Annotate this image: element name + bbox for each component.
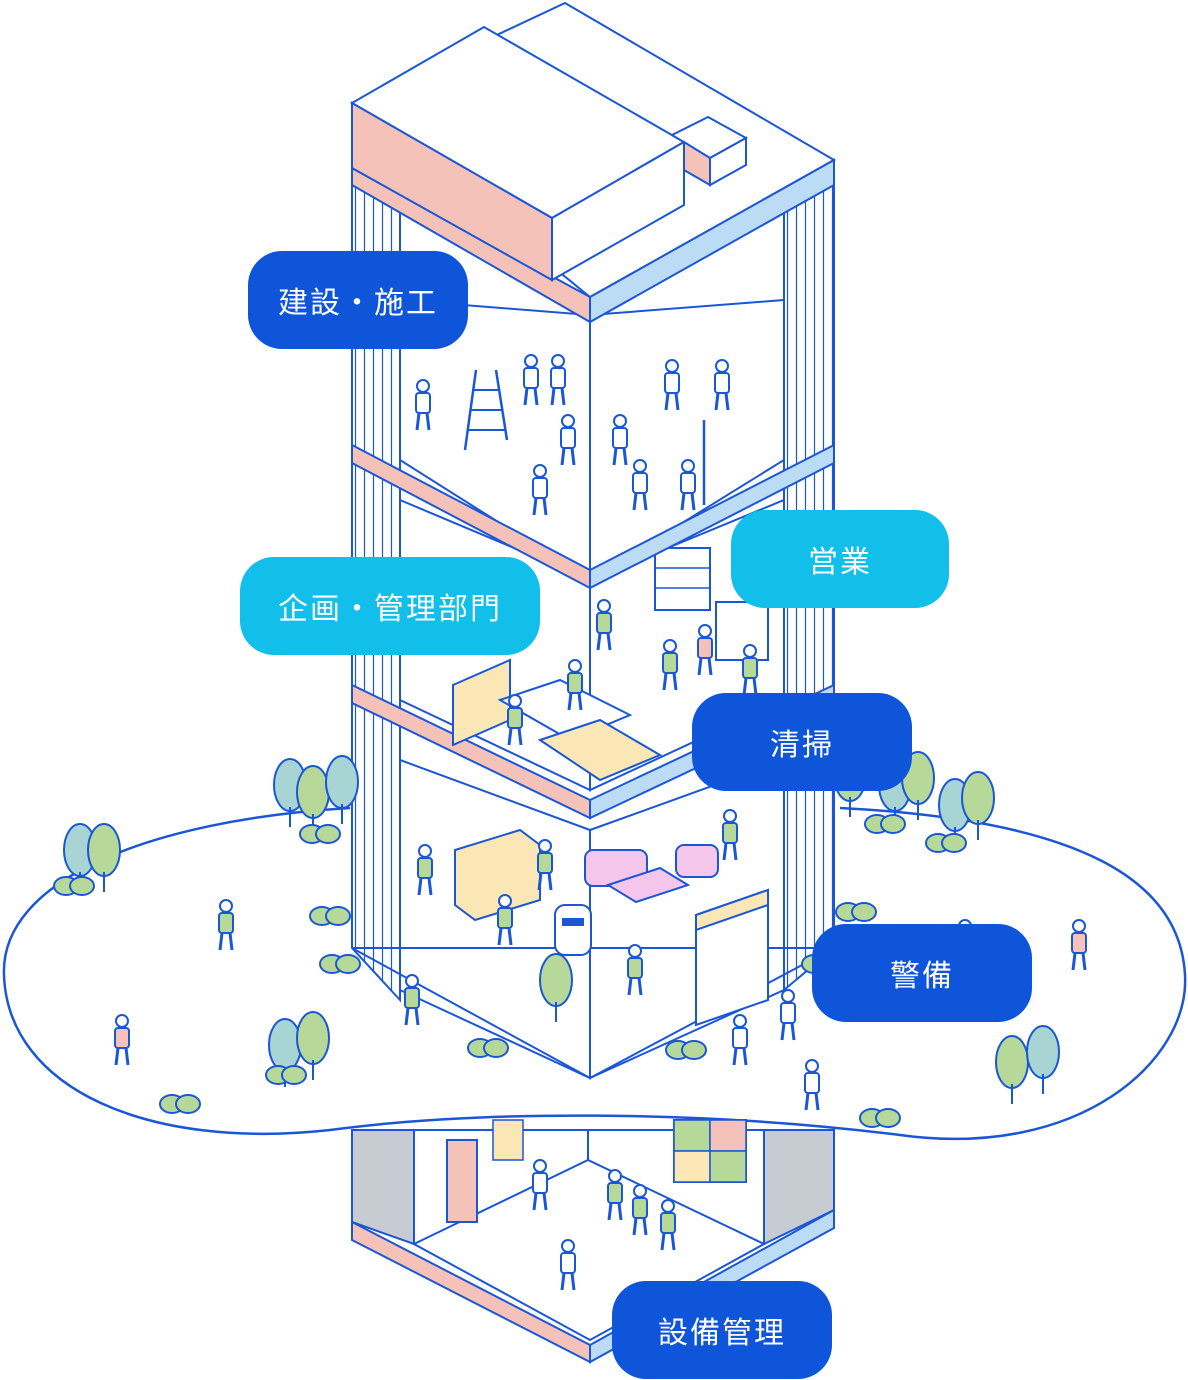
cleaning-label[interactable]: 清掃 [692, 693, 912, 791]
ground-plaza [2, 806, 1187, 1141]
bookshelf [654, 547, 711, 611]
whiteboard [715, 601, 769, 661]
ladder-icon [463, 369, 509, 451]
facility-label[interactable]: 設備管理 [612, 1281, 832, 1379]
sales-label[interactable]: 営業 [731, 510, 949, 608]
desk-cluster [537, 718, 663, 782]
sofa [675, 844, 719, 878]
construction-label[interactable]: 建設・施工 [248, 251, 468, 349]
roof-edge-right [589, 158, 835, 324]
roof-box-side [551, 140, 685, 282]
coffee-table [605, 866, 691, 904]
door-icon [446, 1139, 478, 1223]
basement-floor [411, 1158, 767, 1342]
roof-vent-side [709, 136, 747, 187]
security-label[interactable]: 警備 [812, 924, 1032, 1022]
floor-slab-1-right [589, 443, 835, 590]
reception-desk [454, 828, 541, 922]
planning-label[interactable]: 企画・管理部門 [240, 557, 540, 655]
cleaning-robot-icon [554, 904, 592, 956]
top-floor-right [589, 298, 785, 582]
